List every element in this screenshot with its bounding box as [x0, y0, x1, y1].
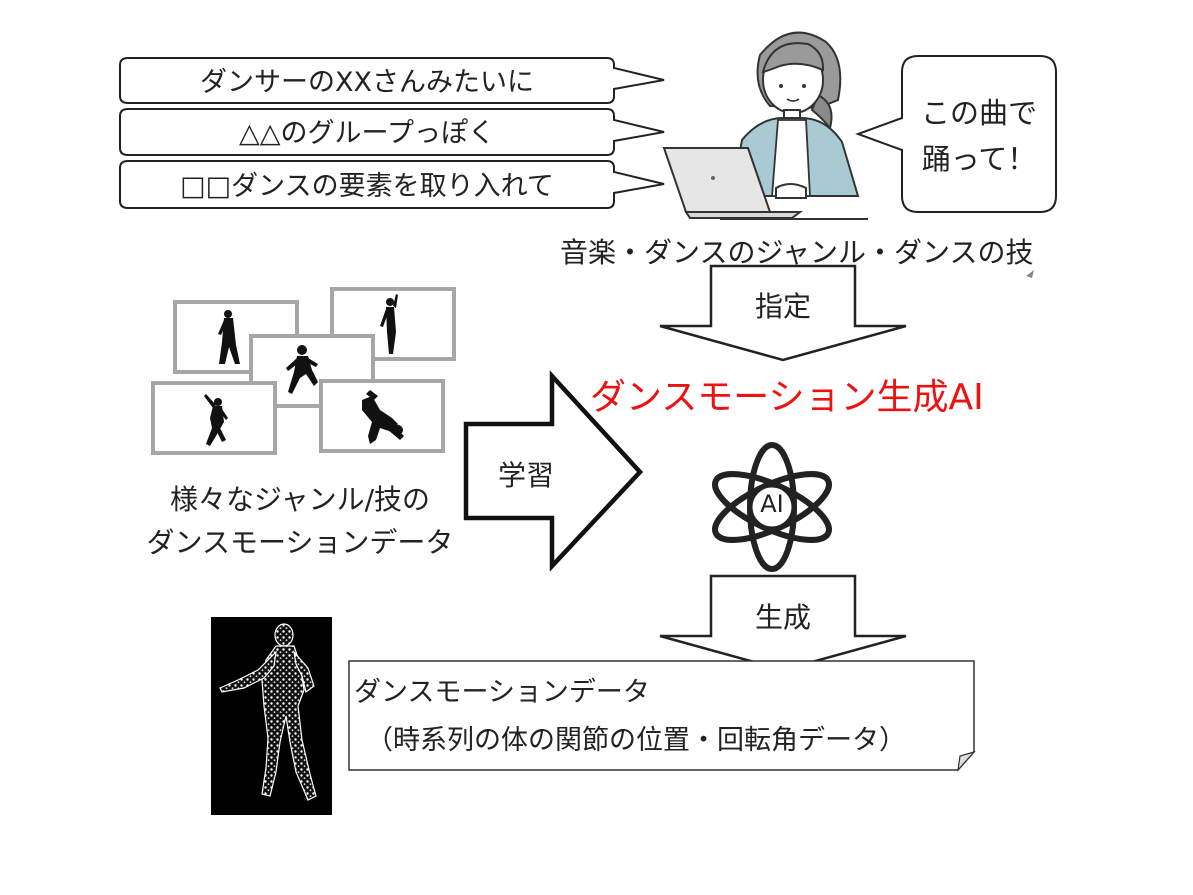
request-bubble-2: [119, 108, 665, 156]
ai-atom-icon: [712, 442, 832, 572]
thumbnail-frame-5: [319, 379, 445, 453]
decorative-mark: [1026, 270, 1034, 278]
output-card: [348, 660, 976, 772]
request-bubble-text-2: △△のグループっぽく: [239, 118, 495, 149]
thumbnail-frame-2: [330, 287, 456, 361]
arrow-specify: [659, 264, 907, 362]
ai-title: ダンスモーション生成AI: [590, 377, 984, 418]
request-bubble-1: [119, 57, 665, 104]
speech-line-2: 踊って！: [921, 142, 1037, 176]
speech-line-1: この曲で: [920, 96, 1037, 130]
ai-icon-text: AI: [760, 490, 784, 518]
arrow-learn: [463, 370, 644, 572]
arrow-specify-label: 指定: [754, 290, 811, 323]
request-bubble-text-1: ダンサーのXXさんみたいに: [200, 67, 534, 98]
thumbnail-frame-4: [151, 381, 277, 455]
arrow-generate: [659, 574, 907, 672]
dataset-caption-line-1: 様々なジャンル/技の: [169, 483, 431, 516]
dance-dataset-thumbnails: [151, 287, 456, 455]
dataset-caption-line-2: ダンスモーションデータ: [146, 526, 454, 559]
request-bubble-3: [119, 160, 665, 209]
dance-output-preview: [211, 617, 332, 815]
spec-caption: 音楽・ダンスのジャンル・ダンスの技: [560, 236, 1034, 269]
request-bubble-text-3: □□ダンスの要素を取り入れて: [180, 171, 554, 202]
output-line-2: （時系列の体の関節の位置・回転角データ）: [366, 725, 906, 756]
learn-label: 学習: [497, 459, 554, 492]
person-at-laptop-illustration: [662, 31, 868, 220]
arrow-generate-label: 生成: [754, 601, 811, 634]
speech-bubble-right: [855, 55, 1057, 213]
output-line-1: ダンスモーションデータ: [354, 677, 650, 708]
